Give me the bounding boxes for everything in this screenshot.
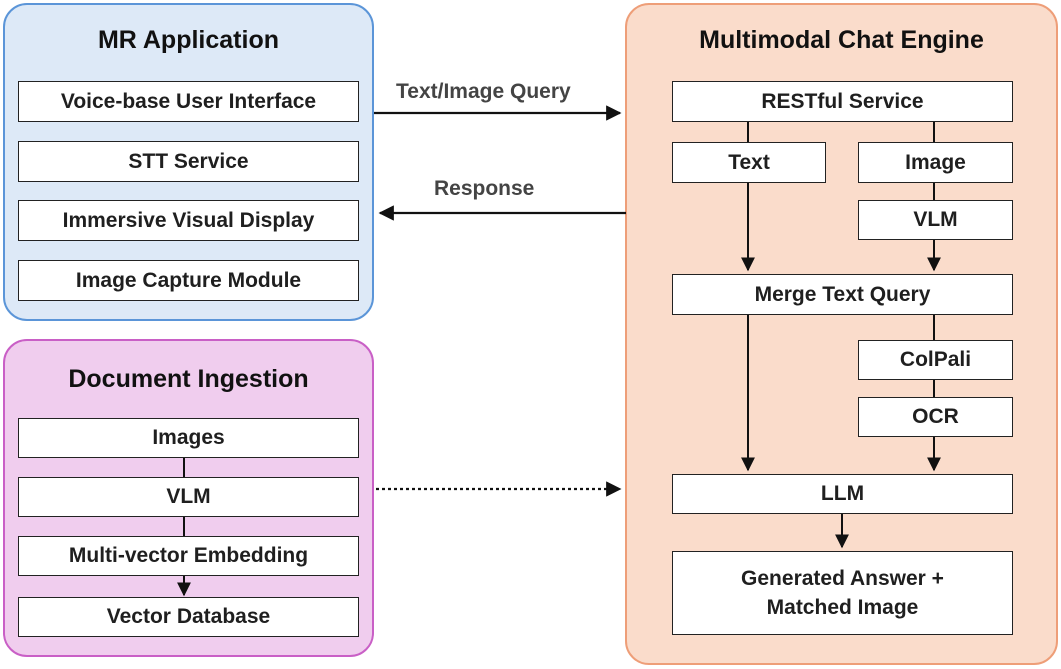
image-capture-module-box: Image Capture Module	[18, 260, 359, 301]
stt-service-box: STT Service	[18, 141, 359, 182]
generated-answer-box: Generated Answer + Matched Image	[672, 551, 1013, 635]
vector-database-box: Vector Database	[18, 597, 359, 637]
document-ingestion-title: Document Ingestion	[68, 365, 309, 393]
text-box: Text	[672, 142, 826, 183]
immersive-visual-display-box: Immersive Visual Display	[18, 200, 359, 241]
images-box: Images	[18, 418, 359, 458]
multi-vector-embedding-box: Multi-vector Embedding	[18, 536, 359, 576]
response-label: Response	[434, 177, 535, 200]
mr-application-title: MR Application	[97, 26, 279, 54]
image-box: Image	[858, 142, 1013, 183]
multimodal-chat-engine-title: Multimodal Chat Engine	[699, 26, 984, 54]
voice-user-interface-box: Voice-base User Interface	[18, 81, 359, 122]
merge-text-query-box: Merge Text Query	[672, 274, 1013, 315]
ocr-box: OCR	[858, 397, 1013, 437]
doc-vlm-box: VLM	[18, 477, 359, 517]
text-image-query-label: Text/Image Query	[396, 80, 571, 103]
restful-service-box: RESTful Service	[672, 81, 1013, 122]
engine-vlm-box: VLM	[858, 200, 1013, 240]
colpali-box: ColPali	[858, 340, 1013, 380]
llm-box: LLM	[672, 474, 1013, 514]
